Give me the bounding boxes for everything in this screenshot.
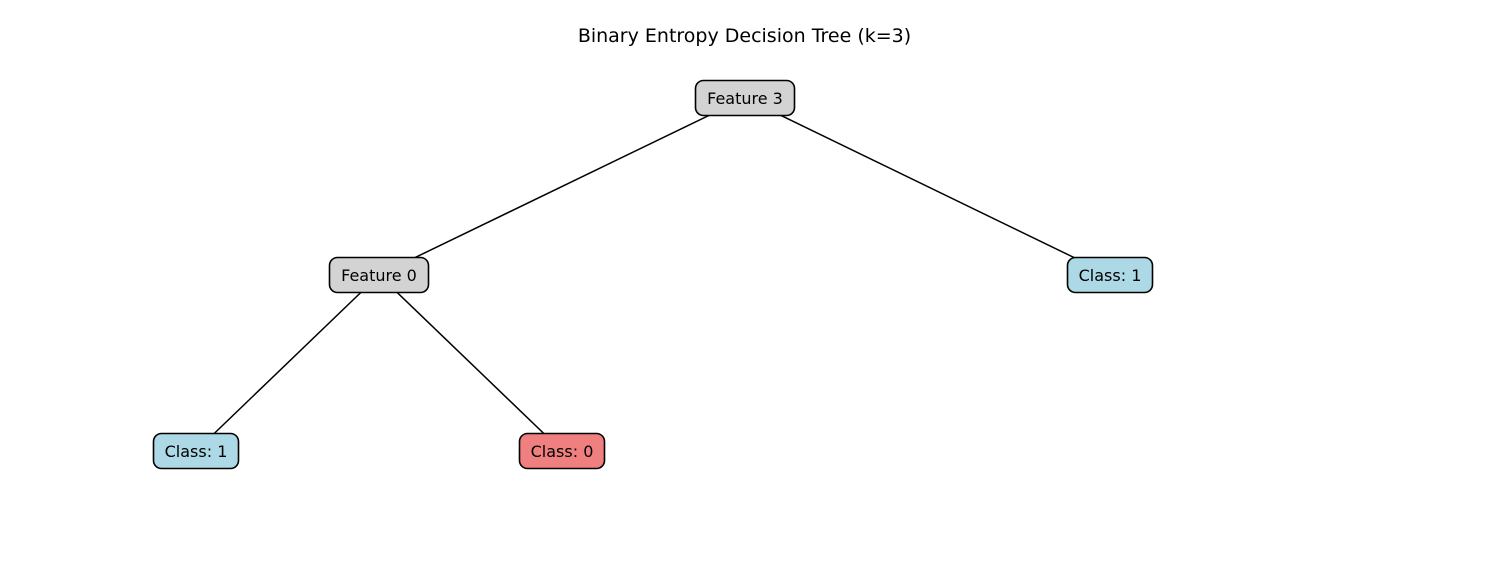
node-label-root: Feature 3 — [707, 89, 783, 108]
tree-node-left: Feature 0 — [328, 256, 430, 294]
node-box-left-right — [518, 432, 606, 470]
nodes-layer: Feature 3 Feature 0 Class: 1 Class: 1 Class:… — [152, 79, 1154, 470]
edge-root-to-right — [744, 97, 1111, 276]
edges-layer — [195, 97, 1111, 452]
node-box-root — [694, 79, 796, 117]
tree-node-right: Class: 1 — [1066, 256, 1154, 294]
node-box-left — [328, 256, 430, 294]
node-label-left-left: Class: 1 — [165, 442, 228, 461]
node-label-left-right: Class: 0 — [531, 442, 594, 461]
edge-root-to-left — [378, 97, 746, 276]
node-label-left: Feature 0 — [341, 266, 417, 285]
tree-node-left-left: Class: 1 — [152, 432, 240, 470]
tree-node-left-right: Class: 0 — [518, 432, 606, 470]
edge-left-to-left-right — [378, 274, 563, 452]
edge-left-to-left-left — [195, 274, 380, 452]
node-box-right — [1066, 256, 1154, 294]
diagram-title: Binary Entropy Decision Tree (k=3) — [578, 25, 911, 47]
tree-node-root: Feature 3 — [694, 79, 796, 117]
node-box-left-left — [152, 432, 240, 470]
node-label-right: Class: 1 — [1079, 266, 1142, 285]
